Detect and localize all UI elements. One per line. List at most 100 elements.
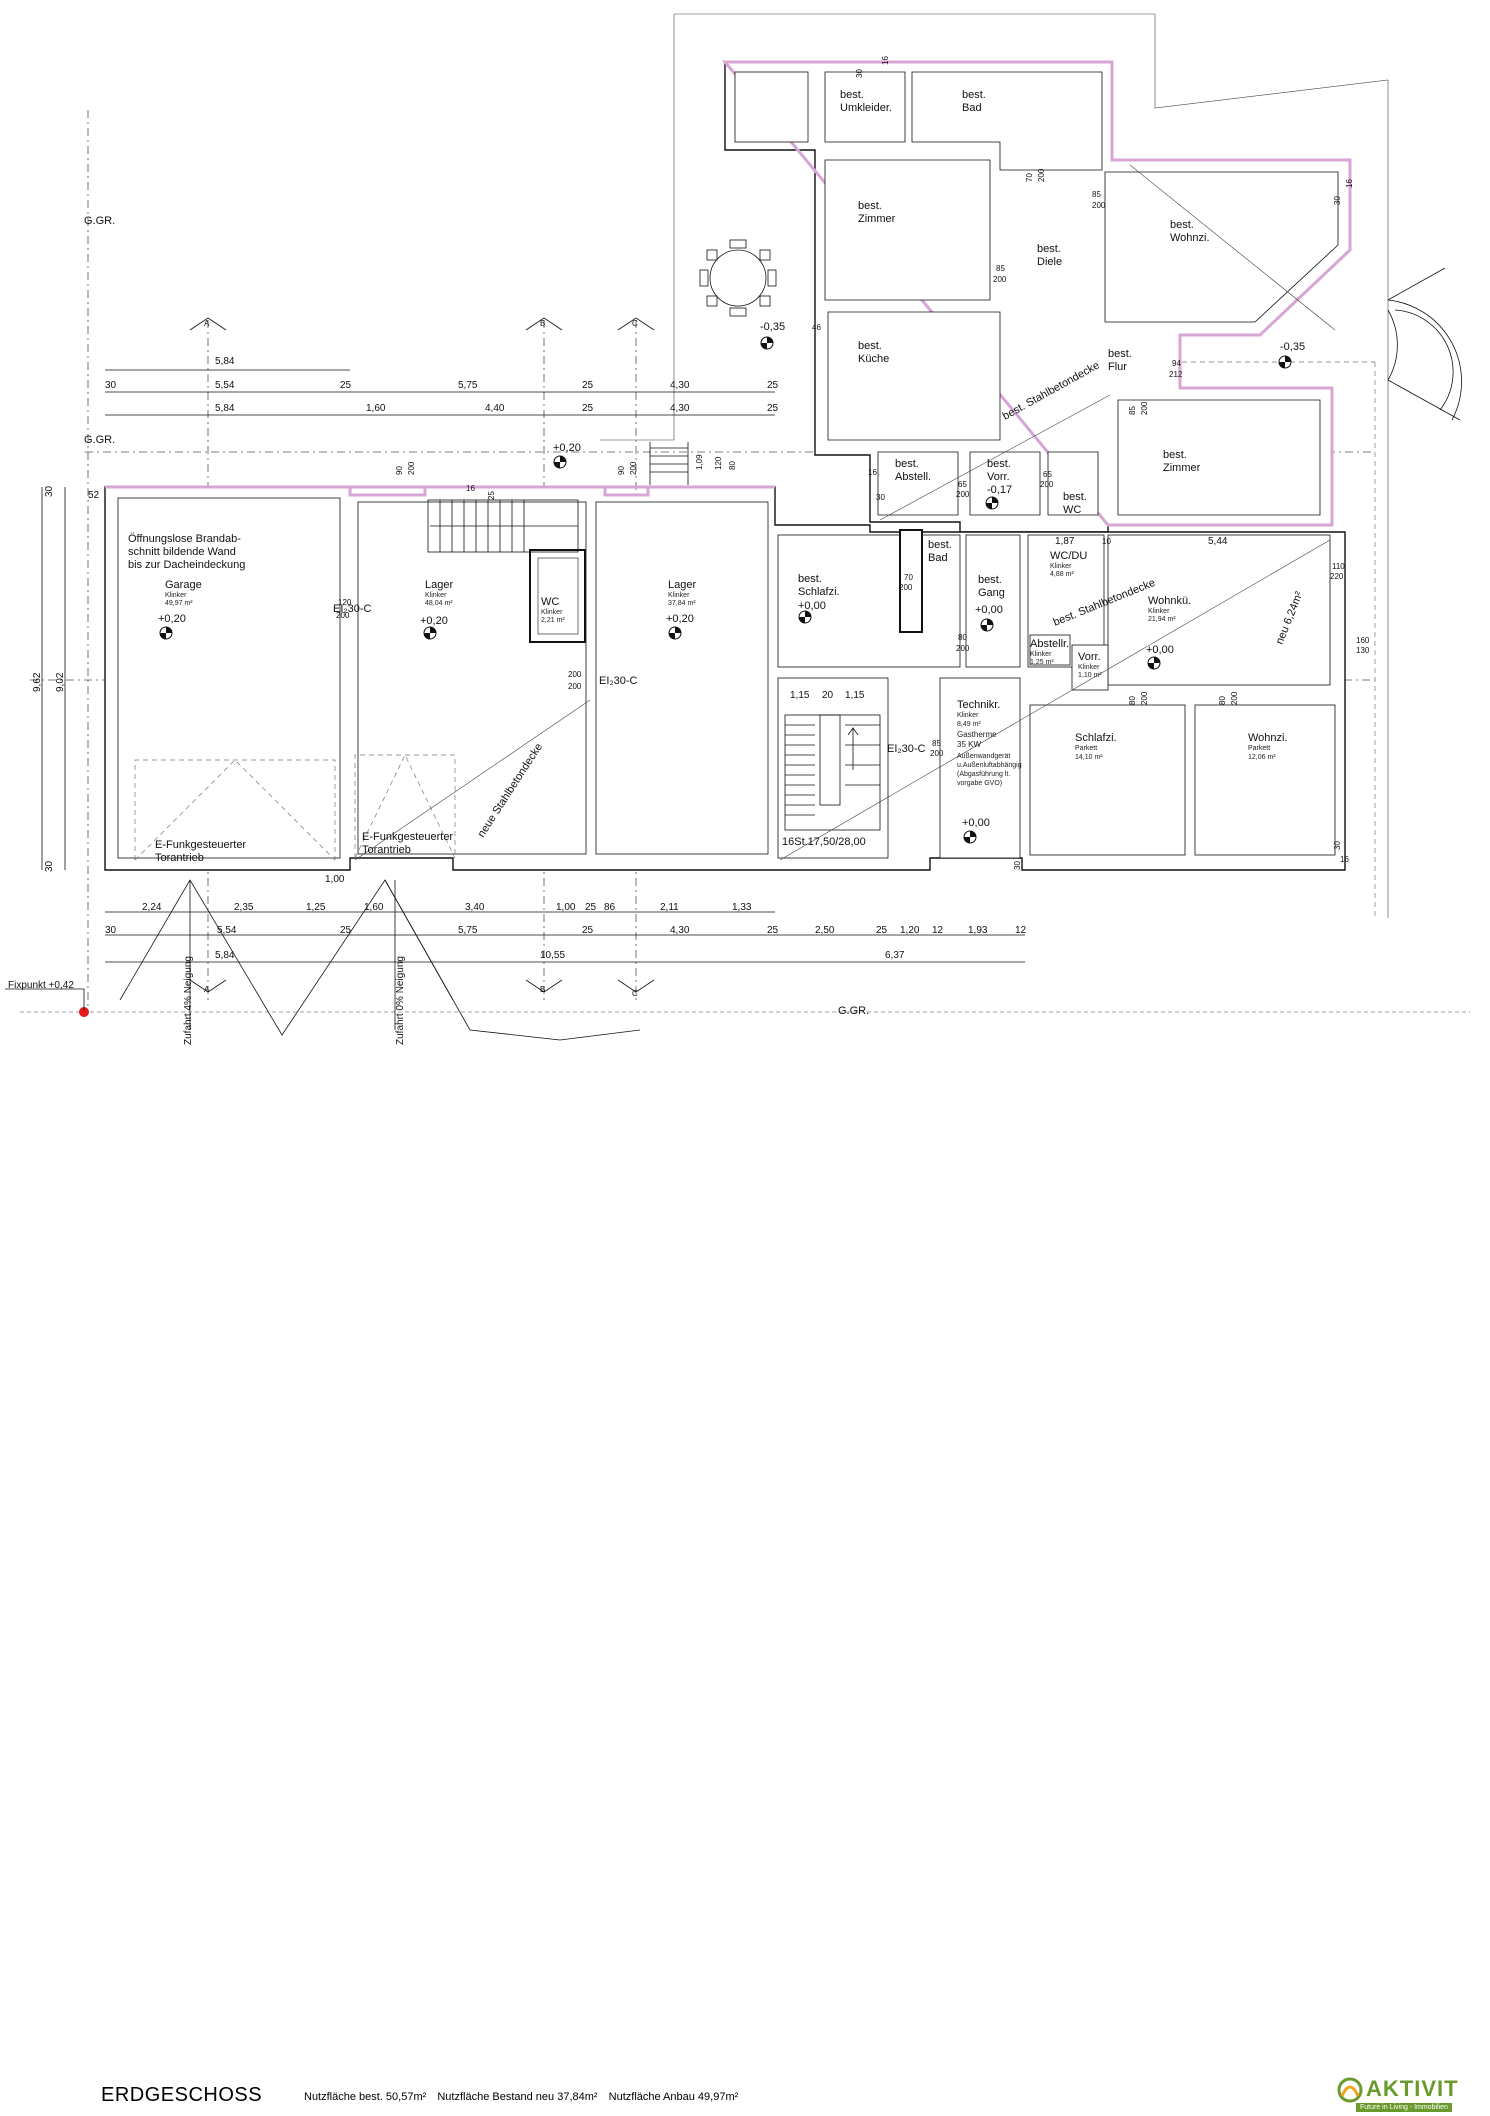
- aktivit-logo: AKTIVIT Future in Living - Immobilien: [1336, 2076, 1480, 2116]
- svg-text:200: 200: [993, 275, 1007, 284]
- ground-floor-walls: [104, 485, 1346, 871]
- svg-text:5,75: 5,75: [458, 925, 478, 936]
- svg-text:Vorr.: Vorr.: [1078, 651, 1101, 663]
- svg-text:1,25: 1,25: [306, 902, 326, 913]
- svg-text:30: 30: [44, 860, 55, 872]
- svg-text:200: 200: [1140, 401, 1149, 415]
- svg-text:85: 85: [996, 264, 1005, 273]
- entrance-steps: [1387, 267, 1462, 421]
- misc-dimension-values: 30 16 70 200 85 200 16 30 85 200 46 94 2…: [336, 56, 1370, 870]
- svg-text:4,88 m²: 4,88 m²: [1050, 571, 1074, 578]
- svg-text:10: 10: [1102, 537, 1111, 546]
- svg-text:Wohnzi.: Wohnzi.: [1248, 732, 1288, 744]
- svg-text:best.: best.: [1063, 491, 1087, 503]
- svg-text:25: 25: [582, 925, 594, 936]
- svg-text:Wohnkü.: Wohnkü.: [1148, 595, 1191, 607]
- svg-text:86: 86: [604, 902, 616, 913]
- svg-text:120: 120: [338, 598, 352, 607]
- svg-text:35 KW: 35 KW: [957, 740, 981, 749]
- svg-text:1,60: 1,60: [366, 403, 386, 414]
- svg-text:90: 90: [617, 466, 626, 475]
- svg-text:+0,20: +0,20: [158, 613, 186, 625]
- svg-text:16: 16: [1345, 179, 1354, 188]
- svg-text:200: 200: [629, 461, 638, 475]
- svg-text:Klinker: Klinker: [1030, 651, 1052, 658]
- svg-text:70: 70: [1025, 173, 1034, 182]
- svg-text:200: 200: [407, 461, 416, 475]
- slab-lines: [354, 164, 1336, 861]
- svg-text:best.: best.: [928, 539, 952, 551]
- svg-text:best.: best.: [895, 458, 919, 470]
- svg-text:9,02: 9,02: [55, 672, 66, 692]
- svg-text:16: 16: [881, 56, 890, 65]
- svg-text:200: 200: [1230, 691, 1239, 705]
- garage-door-symbols: [134, 754, 456, 861]
- logo-name: AKTIVIT: [1366, 2076, 1459, 2101]
- stair-symbols: [427, 442, 881, 831]
- svg-text:8,49 m²: 8,49 m²: [957, 721, 981, 728]
- svg-text:16: 16: [1340, 855, 1349, 864]
- svg-text:WC: WC: [541, 596, 559, 608]
- svg-text:4,30: 4,30: [670, 380, 690, 391]
- svg-text:25: 25: [767, 380, 779, 391]
- svg-text:200: 200: [1037, 168, 1046, 182]
- drawing-title: ERDGESCHOSS: [101, 2084, 263, 2106]
- svg-text:25: 25: [340, 380, 352, 391]
- svg-text:30: 30: [105, 380, 117, 391]
- svg-text:4,30: 4,30: [670, 925, 690, 936]
- svg-text:12,06 m²: 12,06 m²: [1248, 754, 1276, 761]
- svg-text:1,60: 1,60: [364, 902, 384, 913]
- svg-text:Lager: Lager: [425, 579, 453, 591]
- svg-text:+0,00: +0,00: [975, 604, 1003, 616]
- stairs-dim-c: 1,15: [845, 690, 865, 701]
- svg-text:Garage: Garage: [165, 579, 202, 591]
- existing-building-walls: [721, 60, 1352, 533]
- svg-text:2,50: 2,50: [815, 925, 835, 936]
- top-dimension-values: 5,84 30 5,54 25 5,75 25 4,30 25 5,84 1,6…: [105, 356, 779, 414]
- svg-text:25: 25: [767, 925, 779, 936]
- svg-text:best.: best.: [858, 200, 882, 212]
- svg-text:Klinker: Klinker: [1148, 608, 1170, 615]
- svg-text:30: 30: [1013, 861, 1022, 870]
- svg-text:120: 120: [714, 456, 723, 470]
- svg-text:12: 12: [932, 925, 944, 936]
- axis-c-top: C: [632, 319, 638, 328]
- svg-text:65: 65: [958, 480, 967, 489]
- svg-text:80: 80: [958, 633, 967, 642]
- svg-text:200: 200: [1092, 201, 1106, 210]
- svg-text:Technikr.: Technikr.: [957, 699, 1000, 711]
- svg-text:1,09: 1,09: [695, 454, 704, 470]
- svg-text:200: 200: [899, 583, 913, 592]
- svg-text:220: 220: [1330, 572, 1344, 581]
- svg-text:1,00: 1,00: [325, 874, 345, 885]
- svg-text:6,37: 6,37: [885, 950, 905, 961]
- axis-b-bottom: B: [540, 985, 545, 994]
- svg-text:212: 212: [1169, 370, 1183, 379]
- axis-a-bottom: A: [204, 985, 210, 994]
- svg-text:+0,00: +0,00: [1146, 644, 1174, 656]
- svg-text:80: 80: [1128, 696, 1137, 705]
- svg-text:4,40: 4,40: [485, 403, 505, 414]
- stairs-label: 16St.17,50/28,00: [782, 836, 866, 848]
- svg-text:21,94 m²: 21,94 m²: [1148, 616, 1176, 623]
- svg-text:+0,00: +0,00: [798, 600, 826, 612]
- svg-text:5,54: 5,54: [215, 380, 235, 391]
- svg-text:Zimmer: Zimmer: [858, 213, 896, 225]
- axis-a-top: A: [204, 319, 210, 328]
- svg-text:WC: WC: [1063, 504, 1081, 516]
- bottom-dimension-values: 2,24 2,35 1,25 1,60 3,40 1,00 25 86 2,11…: [105, 874, 1027, 961]
- drawing-footer: ERDGESCHOSS Nutzfläche best. 50,57m² Nut…: [0, 1040, 1490, 2112]
- svg-text:Flur: Flur: [1108, 361, 1127, 373]
- svg-text:16: 16: [466, 484, 475, 493]
- svg-text:+0,00: +0,00: [962, 817, 990, 829]
- svg-text:25: 25: [340, 925, 352, 936]
- svg-text:5,54: 5,54: [217, 925, 237, 936]
- svg-text:Abstell.: Abstell.: [895, 471, 931, 483]
- level-right: -0,35: [1280, 341, 1305, 353]
- driveway-lines: [119, 879, 641, 1041]
- svg-text:5,84: 5,84: [215, 356, 235, 367]
- svg-text:200: 200: [956, 490, 970, 499]
- svg-text:best.: best.: [1170, 219, 1194, 231]
- fixpunkt-marker: [79, 1007, 89, 1017]
- svg-text:9,62: 9,62: [32, 672, 43, 692]
